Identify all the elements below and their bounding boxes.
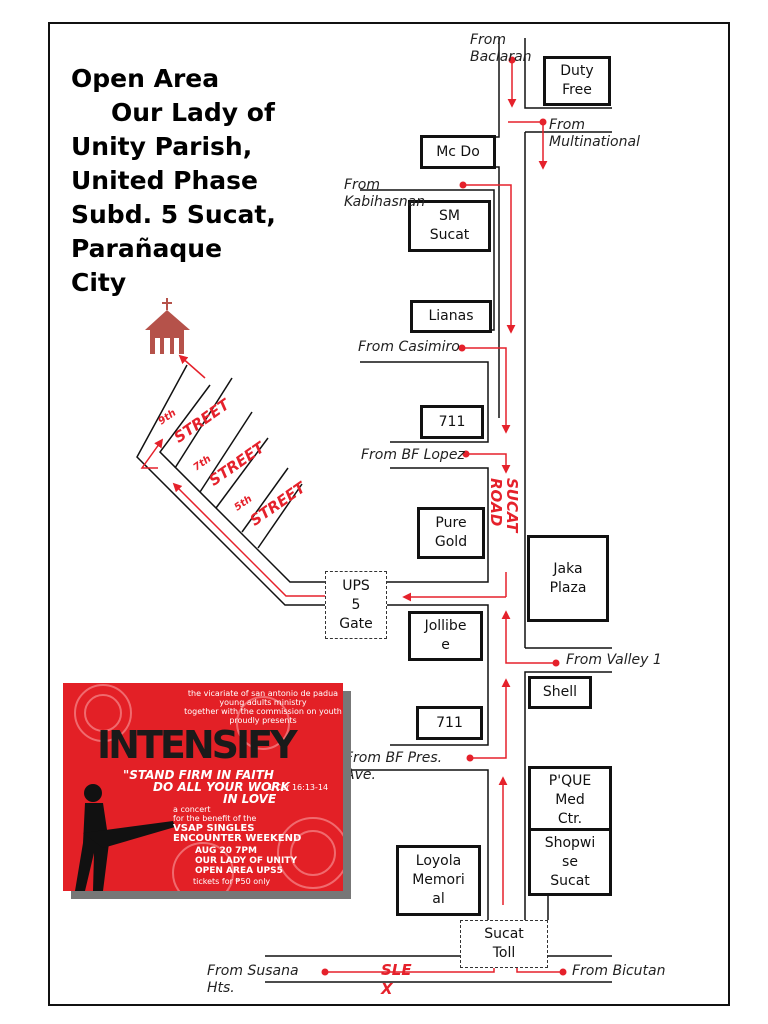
landmark-ups5-gate: UPS 5 Gate bbox=[325, 571, 387, 639]
landmark-shell: Shell bbox=[528, 676, 592, 709]
poster-tagline2: DO ALL YOUR WORK bbox=[153, 780, 290, 794]
church-icon bbox=[145, 298, 190, 354]
title-line: Parañaque bbox=[71, 234, 223, 263]
landmark-shopwise: Shopwi se Sucat bbox=[528, 828, 612, 896]
label-from-kabihasnan: From Kabihasnan bbox=[344, 177, 426, 210]
route-arrows bbox=[140, 60, 563, 973]
poster-tagline3: IN LOVE bbox=[223, 792, 277, 806]
road-edge bbox=[524, 38, 612, 109]
poster-date: AUG 20 7PM bbox=[195, 846, 257, 856]
route-arrow bbox=[462, 347, 511, 434]
title-line: Subd. 5 Sucat, bbox=[71, 200, 276, 229]
poster-title: INTENSIFY bbox=[97, 723, 298, 767]
guitarist-silhouette bbox=[75, 784, 175, 891]
poster-verse: 1 Cor 16:13-14 bbox=[268, 783, 329, 792]
route-dots bbox=[321, 56, 567, 976]
poster-concert: a concert for the benefit of the bbox=[173, 805, 256, 823]
road-edge bbox=[199, 411, 253, 493]
road-edge bbox=[159, 384, 325, 583]
landmark-711-south: 711 bbox=[416, 706, 483, 740]
poster-concert-line: for the benefit of the bbox=[173, 814, 257, 823]
landmark-jaka-plaza: Jaka Plaza bbox=[527, 535, 609, 622]
poster-tickets: tickets for ₱50 only bbox=[193, 877, 271, 886]
landmark-lianas: Lianas bbox=[410, 300, 492, 333]
destination-title: Open Area Our Lady of Unity Parish, Unit… bbox=[71, 62, 331, 300]
route-arrow bbox=[463, 184, 516, 334]
road-edge bbox=[241, 467, 289, 533]
poster-tagline1: "STAND FIRM IN FAITH bbox=[123, 768, 274, 782]
road-edge bbox=[524, 671, 612, 920]
poster-venue: OUR LADY OF UNITY bbox=[195, 856, 297, 866]
poster-event-line: VSAP SINGLES bbox=[173, 823, 255, 834]
route-arrow bbox=[140, 438, 164, 469]
poster-venue: OPEN AREA UPS5 bbox=[195, 866, 283, 876]
landmark-pque-med: P'QUE Med Ctr. bbox=[528, 766, 612, 832]
origin-dot bbox=[462, 450, 470, 458]
poster-pattern bbox=[74, 684, 343, 891]
route-arrow bbox=[501, 610, 556, 664]
road-label-x: X bbox=[381, 980, 393, 998]
route-arrow bbox=[466, 453, 511, 474]
landmark-pure-gold: Pure Gold bbox=[417, 507, 485, 559]
label-from-valley1: From Valley 1 bbox=[566, 652, 662, 668]
origin-dot bbox=[459, 181, 467, 189]
origin-dot bbox=[458, 344, 466, 352]
label-from-baclaran: From Baclaran bbox=[470, 32, 532, 65]
road-edge bbox=[136, 364, 325, 606]
label-from-susana: From Susana Hts. bbox=[207, 963, 299, 996]
title-line: Our Lady of bbox=[111, 98, 275, 127]
title-line: United Phase bbox=[71, 166, 258, 195]
landmark-jollibee: Jollibe e bbox=[408, 611, 483, 661]
landmark-mcdo: Mc Do bbox=[420, 135, 496, 169]
poster-header: the vicariate of san antonio de padua yo… bbox=[183, 689, 343, 725]
landmark-loyola: Loyola Memori al bbox=[396, 845, 481, 916]
landmark-sm-sucat: SM Sucat bbox=[408, 200, 491, 252]
road-edge bbox=[350, 769, 489, 920]
poster-header-line: young adults ministry bbox=[219, 698, 307, 707]
landmark-sucat-toll: Sucat Toll bbox=[460, 920, 548, 968]
origin-dot bbox=[466, 754, 474, 762]
road-label-sucat: SUCAT ROAD bbox=[487, 478, 521, 533]
label-from-bicutan: From Bicutan bbox=[572, 963, 666, 979]
landmark-711-north: 711 bbox=[420, 405, 484, 439]
poster-header-line: together with the commission on youth bbox=[184, 707, 342, 716]
title-line: Open Area bbox=[71, 64, 220, 93]
origin-dot bbox=[559, 968, 567, 976]
route-arrow bbox=[172, 482, 325, 597]
label-from-casimiro: From Casimiro bbox=[358, 339, 460, 355]
road-edge bbox=[174, 377, 233, 469]
road-edge bbox=[215, 437, 269, 509]
origin-dot bbox=[321, 968, 329, 976]
title-line: Unity Parish, bbox=[71, 132, 253, 161]
landmark-duty-free: Duty Free bbox=[543, 56, 611, 106]
label-from-bf-pres: From BF Pres. Ave. bbox=[345, 750, 443, 783]
poster-header-line: the vicariate of san antonio de padua bbox=[187, 689, 339, 698]
title-line: City bbox=[71, 268, 127, 297]
origin-dot bbox=[552, 659, 560, 667]
poster-header-line: proudly presents bbox=[229, 716, 297, 725]
poster-details: AUG 20 7PM OUR LADY OF UNITY OPEN AREA U… bbox=[195, 846, 297, 876]
road-edge bbox=[325, 604, 489, 746]
road-label-sle: SLE bbox=[381, 961, 412, 979]
route-arrow bbox=[470, 678, 511, 759]
poster-event: VSAP SINGLES ENCOUNTER WEEKEND bbox=[173, 824, 301, 844]
poster-event-line: ENCOUNTER WEEKEND bbox=[173, 833, 302, 844]
poster-concert-line: a concert bbox=[173, 805, 211, 814]
route-arrow bbox=[178, 354, 206, 379]
origin-dot bbox=[539, 118, 547, 126]
road-edge bbox=[257, 483, 303, 549]
road-edge bbox=[360, 361, 489, 443]
map-frame bbox=[48, 22, 730, 1006]
event-poster: the vicariate of san antonio de padua yo… bbox=[63, 683, 343, 891]
road-edge bbox=[325, 467, 489, 583]
label-from-multinational: From Multinational bbox=[549, 117, 640, 150]
origin-dot bbox=[508, 56, 516, 64]
label-from-bf-lopez: From BF Lopez bbox=[361, 447, 465, 463]
